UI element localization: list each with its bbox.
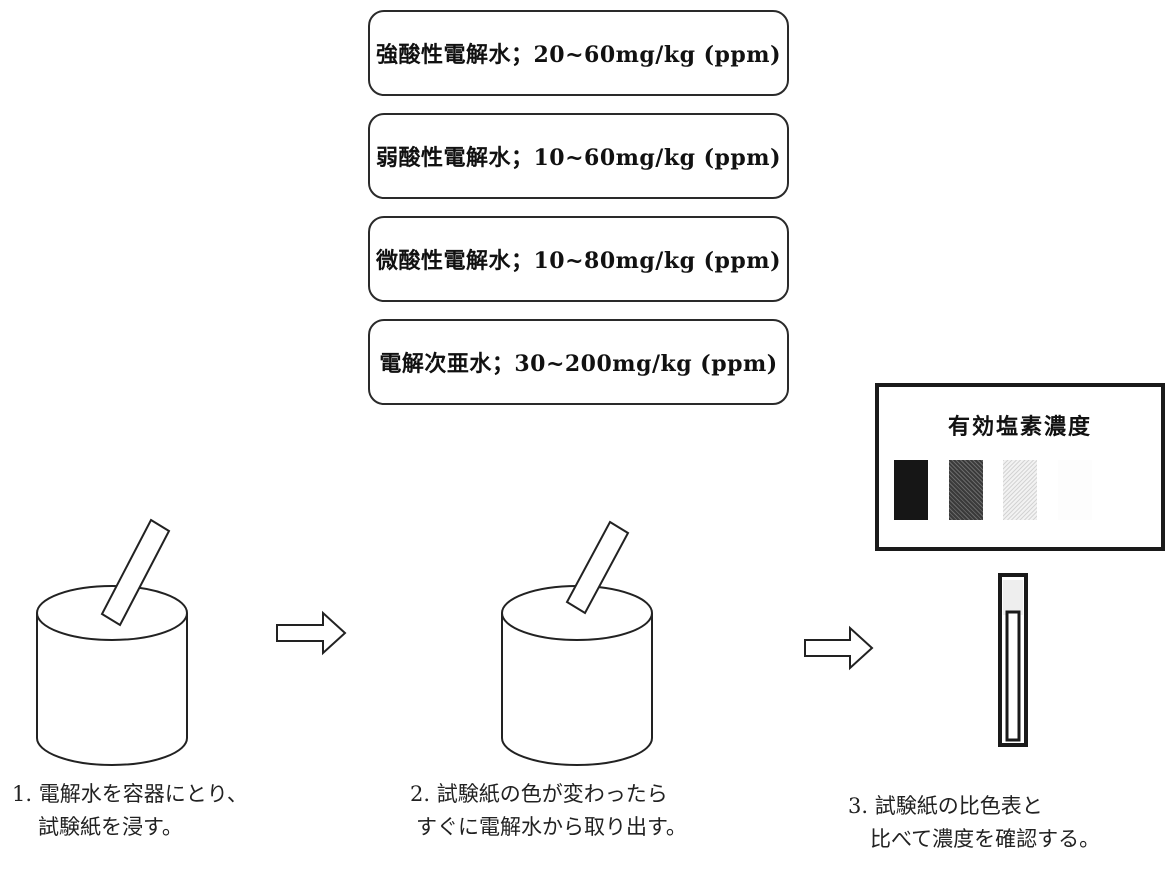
cylinder-container-icon [501,585,653,766]
step-caption-1: 1. 電解水を容器にとり、 試験紙を浸す。 [12,778,248,844]
range-label: 弱酸性電解水；10~60mg/kg (ppm) [375,145,781,171]
color-swatch-dark [949,460,983,520]
range-box-strong-acid: 強酸性電解水；20~60mg/kg (ppm) [368,10,789,96]
step-line: 1. 電解水を容器にとり、 [12,782,248,806]
range-box-weak-acid: 弱酸性電解水；10~60mg/kg (ppm) [368,113,789,199]
range-label: 電解次亜水；30~200mg/kg (ppm) [379,351,778,377]
range-box-hypochlorite: 電解次亜水；30~200mg/kg (ppm) [368,319,789,405]
test-strip-icon [565,520,630,615]
range-label: 強酸性電解水；20~60mg/kg (ppm) [375,42,781,68]
step-line: 2. 試験紙の色が変わったら [410,782,668,806]
color-swatch-lightest [1058,460,1092,520]
hollow-right-arrow-icon [804,625,874,671]
step-line: 3. 試験紙の比色表と [848,794,1043,818]
range-box-slightly-acid: 微酸性電解水；10~80mg/kg (ppm) [368,216,789,302]
color-comparison-chart: 有効塩素濃度 [875,383,1165,551]
test-strip-icon [100,518,171,627]
range-label: 微酸性電解水；10~80mg/kg (ppm) [375,248,781,274]
test-strip-icon [998,573,1028,747]
color-swatch-darkest [894,460,928,520]
step-line: 比べて濃度を確認する。 [870,827,1101,851]
color-swatch-light [1003,460,1037,520]
step-caption-2: 2. 試験紙の色が変わったら すぐに電解水から取り出す。 [410,778,687,844]
step-line: 試験紙を浸す。 [38,815,183,839]
chart-title: 有効塩素濃度 [947,415,1092,440]
hollow-right-arrow-icon [276,610,347,656]
step-caption-3: 3. 試験紙の比色表と 比べて濃度を確認する。 [848,790,1100,856]
step-line: すぐに電解水から取り出す。 [416,815,687,839]
